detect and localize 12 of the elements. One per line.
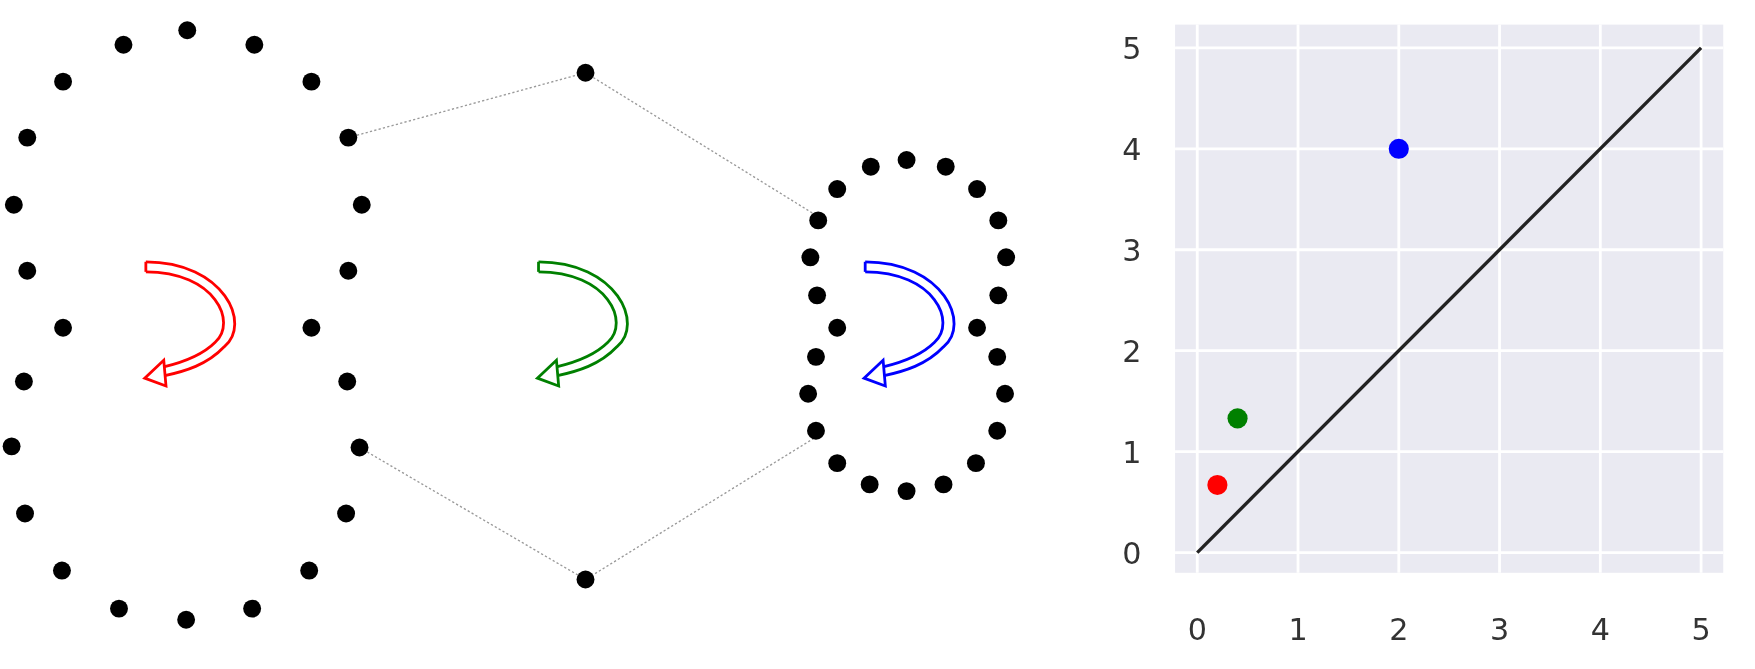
- tick-label: 1: [1122, 434, 1142, 470]
- tick-label: 2: [1389, 611, 1409, 647]
- tick-label: 2: [1122, 333, 1142, 369]
- tick-label: 5: [1691, 611, 1711, 647]
- tick-label: 1: [1288, 611, 1308, 647]
- tick-label: 4: [1122, 131, 1142, 167]
- tick-label: 3: [1122, 232, 1142, 268]
- tick-label: 5: [1122, 31, 1142, 66]
- tick-label: 0: [1187, 611, 1207, 647]
- tick-label: 3: [1489, 611, 1510, 647]
- tick-label: 0: [1122, 535, 1142, 571]
- tick-label: 4: [1590, 611, 1610, 647]
